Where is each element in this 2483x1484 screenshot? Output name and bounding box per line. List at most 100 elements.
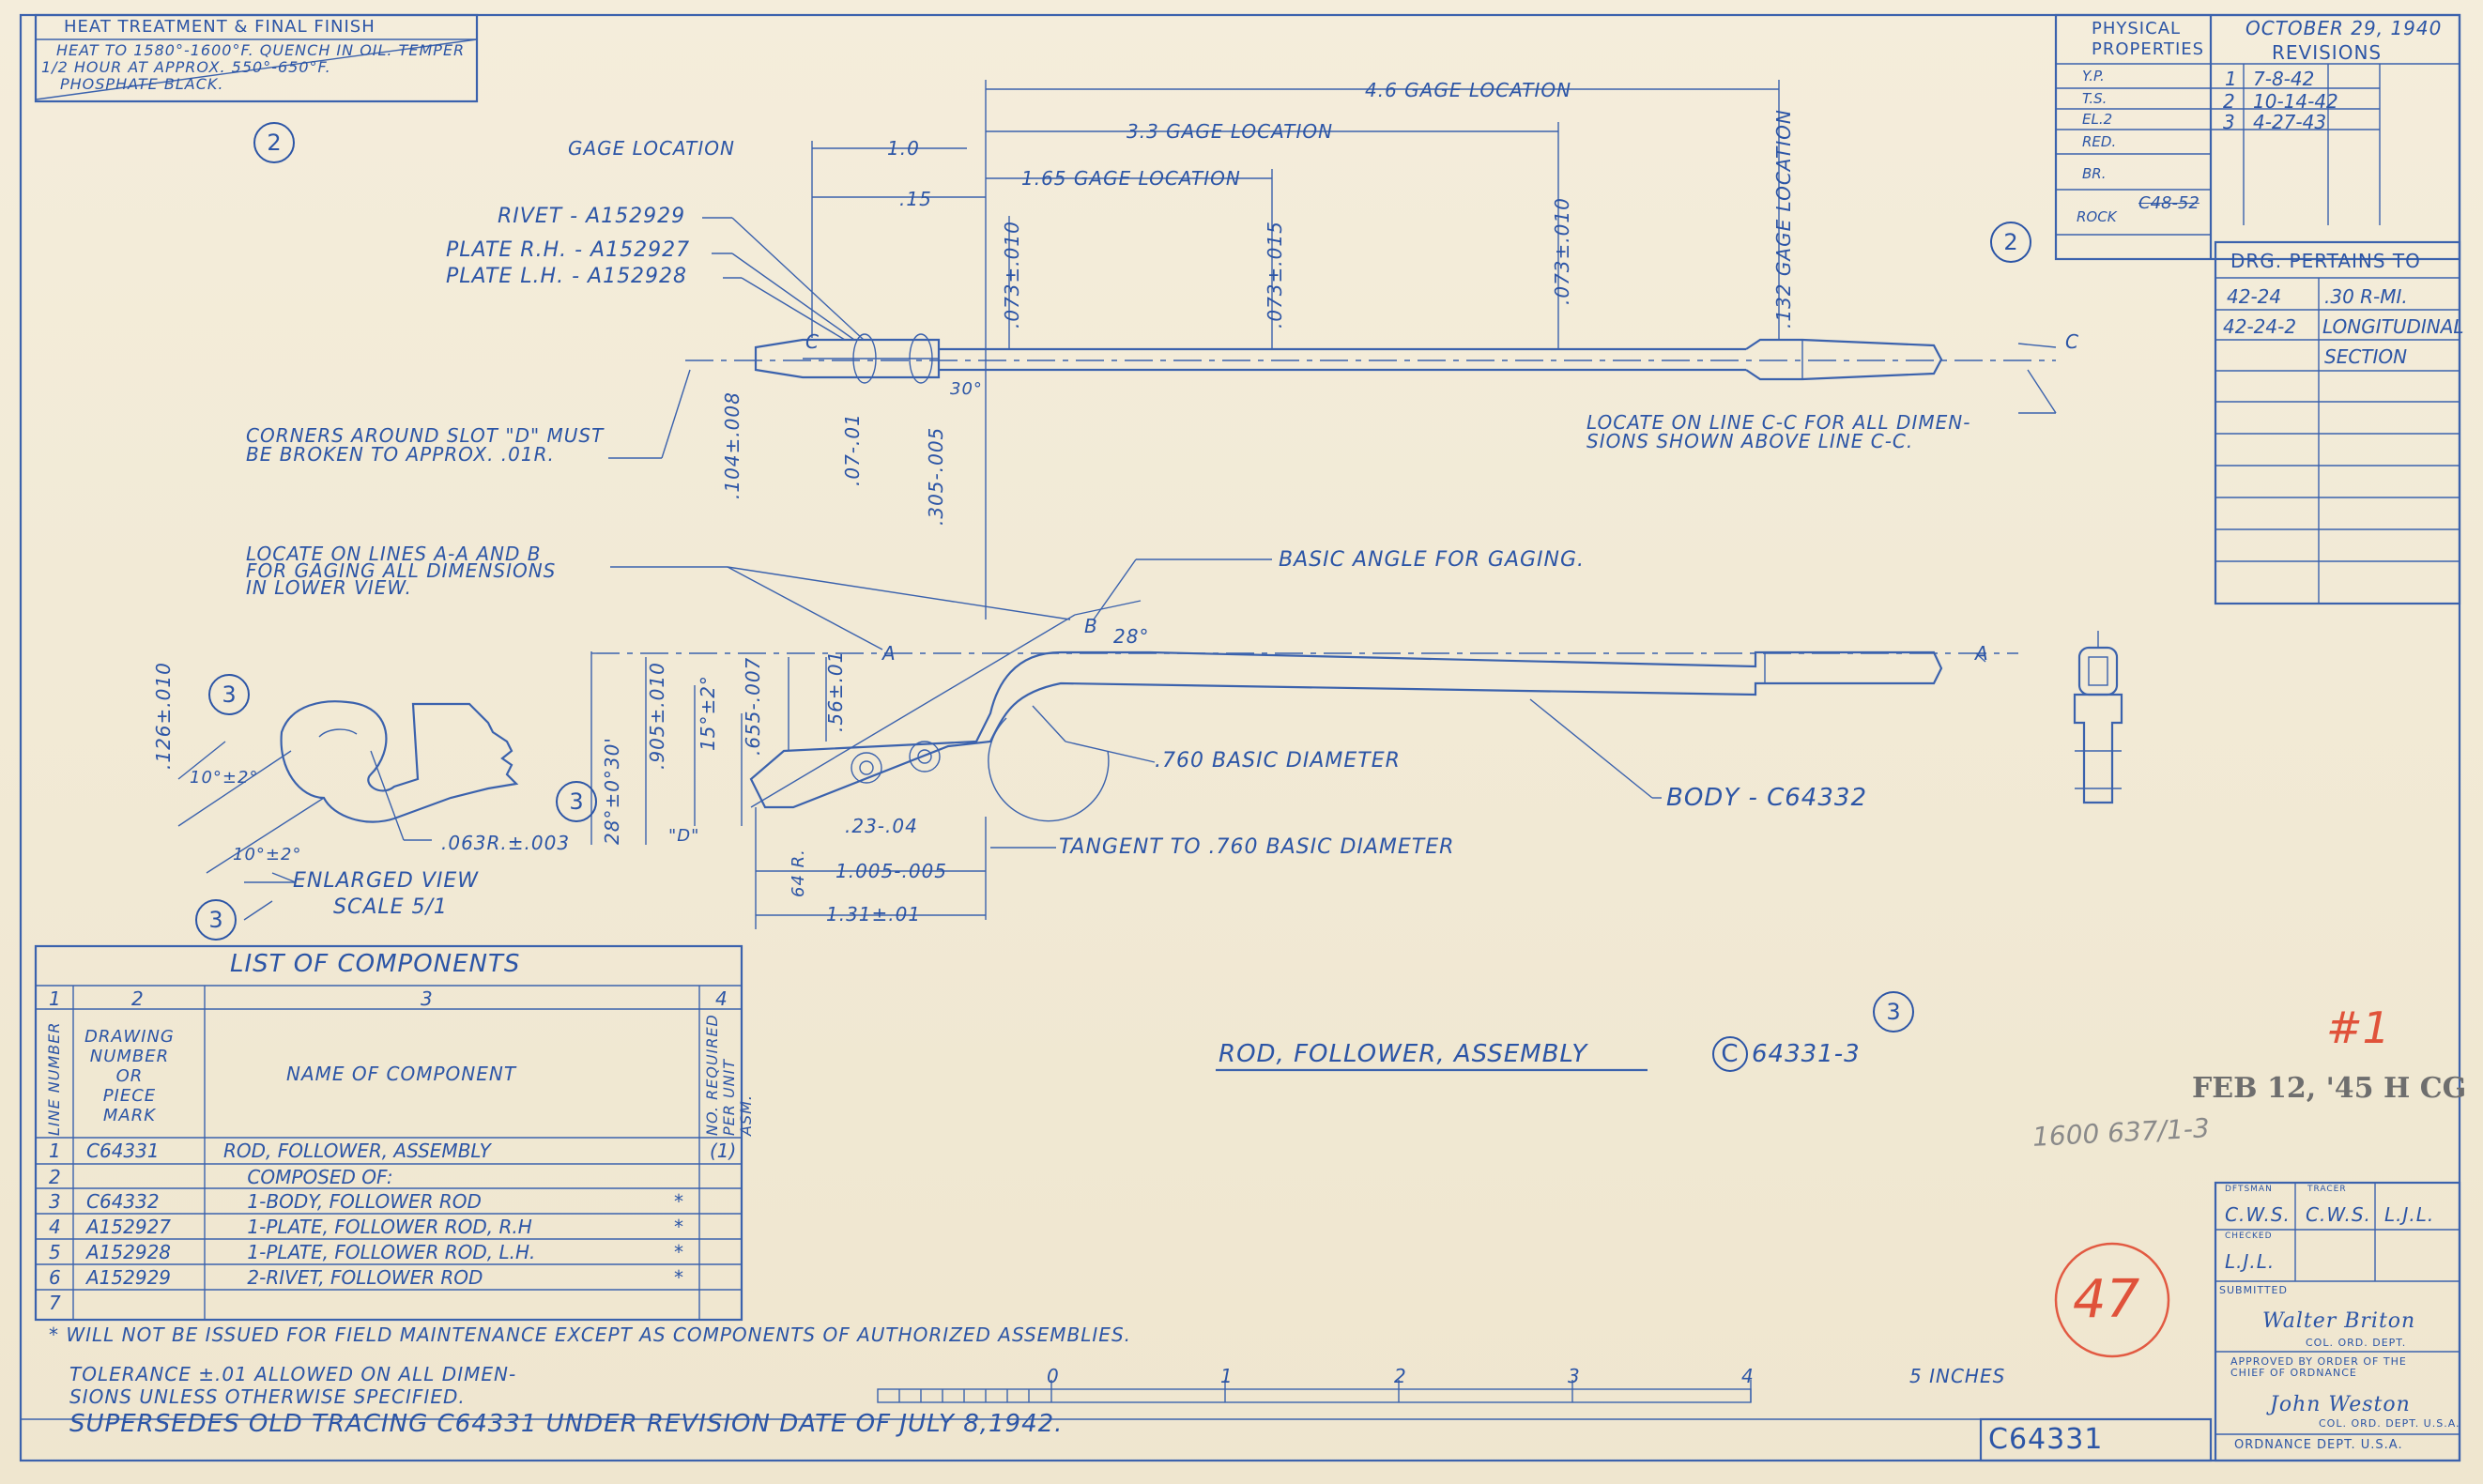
component-line-number: 6 (49, 1266, 61, 1289)
pertains-code: 42-24 (2227, 285, 2282, 308)
heat-treatment-strike (35, 38, 478, 100)
component-drawing-number: A152927 (86, 1216, 172, 1238)
prop-row: T.S. (2082, 90, 2107, 107)
c-label: C (805, 330, 820, 353)
basic-diameter-label: .760 BASIC DIAMETER (1155, 749, 1401, 773)
enlarged-scale: SCALE 5/1 (333, 895, 448, 919)
dim-305: .305-.005 (925, 426, 947, 526)
pertains-desc: LONGITUDINAL (2322, 315, 2464, 338)
dim-23: .23-.04 (845, 815, 918, 837)
scale-bar (877, 1380, 1752, 1403)
locate-cc: LOCATE ON LINE C-C FOR ALL DIMEN- (1586, 411, 1971, 434)
tracer-label: TRACER (2307, 1185, 2347, 1194)
col-num: 3 (421, 987, 433, 1010)
pertains-code: 42-24-2 (2223, 315, 2297, 338)
gage-location-label: GAGE LOCATION (568, 137, 735, 160)
tol-073c: .073±.010 (1551, 197, 1573, 305)
revision-marker: 3 (1873, 991, 1914, 1033)
signature-block (2214, 1181, 2461, 1462)
properties-table (2054, 13, 2461, 261)
components-table-lines (34, 944, 743, 1322)
dept-label: COL. ORD. DEPT. U.S.A. (2319, 1417, 2460, 1430)
dim-56: .56±.01 (824, 650, 847, 732)
drawing-prefix: C (1712, 1036, 1748, 1072)
radius-label: .063R.±.003 (441, 832, 571, 854)
component-name: COMPOSED OF: (223, 1166, 393, 1188)
dim-905: .905±.010 (646, 662, 668, 770)
lower-rod-view (590, 558, 2123, 929)
revision-num: 1 (2225, 68, 2237, 90)
plate-lh-label: PLATE L.H. - A152928 (446, 265, 688, 288)
angle-10a: 10°±2° (190, 768, 259, 788)
red-circle-number: 47 (2073, 1269, 2140, 1330)
dim-131: 1.31±.01 (826, 903, 922, 926)
chief-label: CHIEF OF ORDNANCE (2230, 1367, 2357, 1379)
tangent-label: TANGENT TO .760 BASIC DIAMETER (1059, 835, 1455, 859)
component-line-number: 1 (49, 1140, 61, 1162)
revision-marker: 2 (253, 122, 295, 163)
locate-ab: IN LOWER VIEW. (246, 576, 412, 599)
revision-marker: 3 (195, 899, 237, 941)
pertains-table (2214, 240, 2461, 605)
col4-head: NO. REQUIRED PER UNIT ASM. (703, 1014, 755, 1136)
physical-properties-title: PHYSICAL PROPERTIES (2092, 19, 2205, 59)
b-label: B (1084, 615, 1098, 637)
dim-64r: 64 R. (789, 849, 808, 897)
component-line-number: 5 (49, 1241, 61, 1263)
pertains-title: DRG. PERTAINS TO (2230, 250, 2421, 272)
revision-num: 3 (2223, 111, 2235, 133)
component-name: ROD, FOLLOWER, ASSEMBLY (223, 1140, 491, 1162)
tol-073a: .073±.010 (1001, 221, 1023, 329)
gage-132: .132 GAGE LOCATION (1772, 109, 1795, 329)
supersedes-note: SUPERSEDES OLD TRACING C64331 UNDER REVI… (69, 1410, 1064, 1438)
col3-head: NAME OF COMPONENT (286, 1063, 517, 1085)
gage-165: 1.65 GAGE LOCATION (1021, 167, 1241, 190)
component-name: 1-PLATE, FOLLOWER ROD, L.H. (223, 1241, 536, 1263)
prop-row: ROCK (2077, 208, 2117, 225)
field-note: * WILL NOT BE ISSUED FOR FIELD MAINTENAN… (49, 1323, 1131, 1346)
component-name: 1-BODY, FOLLOWER ROD (223, 1190, 482, 1213)
dim-07: .07-.01 (841, 413, 864, 486)
angle-30: 30° (950, 379, 983, 399)
tol-073b: .073±.015 (1264, 221, 1286, 329)
revision-marker: 2 (1990, 222, 2031, 263)
submitted-label: SUBMITTED (2219, 1284, 2288, 1296)
locate-ab: FOR GAGING ALL DIMENSIONS (246, 559, 557, 582)
sheet-border (19, 13, 2461, 1462)
revision-date: 4-27-43 (2253, 111, 2327, 133)
received-stamp: FEB 12, '45 H CG (2192, 1072, 2467, 1105)
gage-46: 4.6 GAGE LOCATION (1365, 79, 1572, 101)
approved-label: APPROVED BY ORDER OF THE (2230, 1355, 2407, 1368)
slot-d-label: "D" (668, 826, 700, 846)
dftsman-label: DFTSMAN (2225, 1185, 2273, 1194)
body-label: BODY - C64332 (1666, 784, 1867, 812)
dept-label: COL. ORD. DEPT. (2306, 1337, 2407, 1349)
component-star: * (674, 1241, 683, 1263)
locate-ab: LOCATE ON LINES A-A AND B (246, 543, 542, 565)
component-drawing-number: C64331 (86, 1140, 160, 1162)
signature-2: John Weston (2270, 1393, 2411, 1416)
revision-date: 10-14-42 (2253, 90, 2338, 113)
basic-angle-label: BASIC ANGLE FOR GAGING. (1279, 548, 1586, 572)
tolerance-note: TOLERANCE ±.01 ALLOWED ON ALL DIMEN- (69, 1363, 517, 1385)
revision-marker: 3 (556, 781, 597, 822)
dim-15deg: 15°±2° (697, 675, 719, 751)
heat-treatment-line2: 1/2 HOUR AT APPROX. 550°-650°F. (41, 58, 331, 76)
heat-treatment-box (34, 13, 479, 103)
a-label: A (882, 642, 897, 665)
a-label: A (1975, 642, 1989, 665)
dim-1-0: 1.0 (887, 137, 920, 160)
dim-28: 28°±0°30' (601, 737, 623, 845)
plate-rh-label: PLATE R.H. - A152927 (446, 238, 691, 262)
component-drawing-number: A152928 (86, 1241, 172, 1263)
heat-treatment-line3: PHOSPHATE BLACK. (60, 75, 224, 93)
col-num: 1 (49, 987, 61, 1010)
checked-initials: L.J.L. (2225, 1250, 2276, 1273)
component-line-number: 4 (49, 1216, 61, 1238)
pertains-desc: SECTION (2324, 345, 2408, 368)
component-line-number: 2 (49, 1166, 61, 1188)
components-title: LIST OF COMPONENTS (230, 950, 521, 978)
dim-1005: 1.005-.005 (835, 860, 948, 882)
